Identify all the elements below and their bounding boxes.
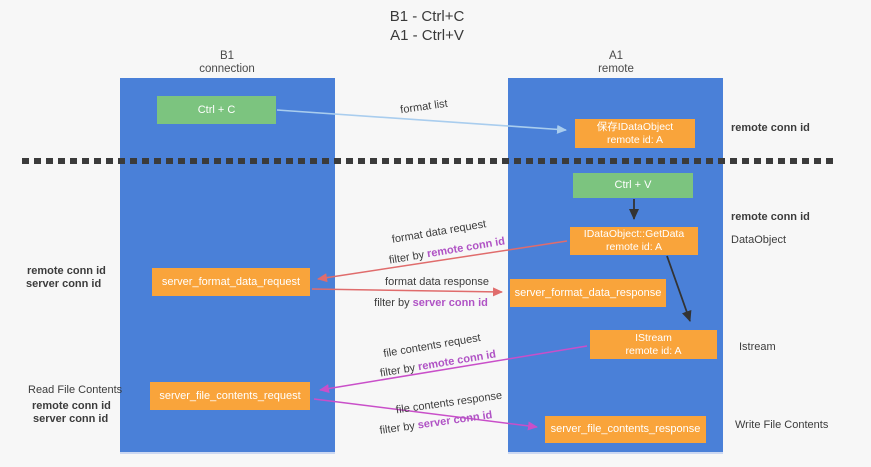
filter-by-text: filter by: [374, 297, 413, 309]
ctrl-v-box: Ctrl + V: [573, 173, 693, 198]
title-line-1: B1 - Ctrl+C: [389, 8, 465, 25]
getdata-line1: IDataObject::GetData: [583, 228, 685, 240]
server-conn-id-text: server conn id: [412, 297, 488, 309]
istream-box: IStream remote id: A: [590, 330, 717, 359]
server-format-data-request-label: server_format_data_request: [161, 275, 301, 288]
server-file-contents-response-box: server_file_contents_response: [545, 416, 706, 443]
filter-by-text: filter by: [379, 361, 420, 380]
save-idataobject-line2: remote id: A: [606, 133, 664, 146]
server-file-contents-request-label: server_file_contents_request: [159, 389, 301, 402]
remote-conn-id-annotation-left-bottom: remote conn id: [32, 400, 111, 412]
ctrl-v-label: Ctrl + V: [614, 179, 652, 191]
server-format-data-response-label: server_format_data_response: [514, 286, 662, 299]
remote-conn-id-annotation-top: remote conn id: [731, 122, 810, 134]
remote-conn-id-annotation-left-top: remote conn id: [27, 265, 106, 277]
server-conn-id-annotation-left-top: server conn id: [26, 278, 102, 290]
dataobject-annotation: DataObject: [731, 234, 787, 246]
idataobject-getdata-box: IDataObject::GetData remote id: A: [570, 227, 698, 255]
istream-line1: IStream: [635, 331, 672, 344]
left-column-header: B1 connection: [199, 50, 255, 76]
server-format-data-request-box: server_format_data_request: [152, 268, 310, 296]
right-column-name: A1: [608, 50, 624, 62]
save-idataobject-line1: 保存IDataObject: [596, 120, 674, 133]
diagram-title: B1 - Ctrl+C A1 - Ctrl+V: [390, 7, 465, 45]
title-line-2: A1 - Ctrl+V: [390, 27, 464, 44]
left-column-role: connection: [199, 63, 255, 75]
server-conn-id-annotation-left-bottom: server conn id: [33, 413, 109, 425]
read-file-contents-annotation: Read File Contents: [28, 384, 123, 396]
remote-conn-id-annotation-mid: remote conn id: [731, 211, 810, 223]
getdata-line2: remote id: A: [605, 241, 663, 253]
istream-annotation: Istream: [739, 341, 776, 353]
server-file-contents-response-label: server_file_contents_response: [550, 423, 701, 435]
istream-line2: remote id: A: [625, 344, 682, 357]
left-column-name: B1: [219, 50, 235, 62]
ctrl-c-box: Ctrl + C: [157, 96, 276, 124]
format-list-label: format list: [399, 97, 449, 117]
server-format-data-response-box: server_format_data_response: [510, 279, 666, 307]
save-idataobject-box: 保存IDataObject remote id: A: [575, 119, 695, 148]
filter-by-server-conn-id-label-1: filter by server conn id: [374, 297, 488, 309]
right-column-role: remote: [598, 63, 634, 75]
server-conn-id-text: server conn id: [416, 409, 494, 432]
format-data-response-label: format data response: [385, 276, 489, 288]
filter-by-text: filter by: [388, 248, 429, 267]
server-file-contents-request-box: server_file_contents_request: [150, 382, 310, 410]
remote-conn-id-text: remote conn id: [426, 235, 506, 261]
format-data-response-arrow: [311, 287, 503, 297]
right-column-header: A1 remote: [598, 50, 634, 76]
ctrl-c-label: Ctrl + C: [197, 103, 236, 116]
filter-by-text: filter by: [378, 419, 419, 437]
phase-divider-dashed-line: [22, 158, 833, 164]
write-file-contents-annotation: Write File Contents: [735, 419, 829, 431]
